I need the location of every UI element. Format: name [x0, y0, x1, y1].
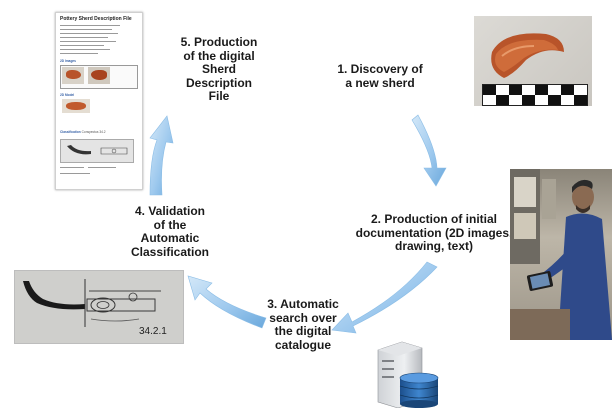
sherd-icon: [491, 33, 564, 78]
step-5-line: 5. Production: [180, 35, 258, 49]
profile-drawing: 34.2.1: [14, 270, 184, 344]
step-4-line: Automatic: [140, 231, 200, 245]
profile-drawing-icon: [15, 271, 183, 343]
scale-bar: [482, 84, 588, 106]
step-1-line: 1. Discovery of: [337, 62, 423, 76]
step-2-line: drawing, text): [394, 239, 473, 253]
doc-section-2d-model: 2D Model: [60, 93, 75, 97]
doc-classification-image: [60, 139, 134, 163]
step-3-line: the digital: [274, 324, 332, 338]
drawing-label: 34.2.1: [139, 326, 167, 337]
arrow-4-to-5: [149, 115, 174, 196]
step-4-line: of the: [153, 217, 187, 232]
arrow-1-to-2: [411, 114, 447, 187]
doc-text-line: [60, 25, 120, 27]
sherd-description-file-document: Pottery Sherd Description File 2D Images…: [55, 12, 143, 190]
doc-text-line: [60, 29, 112, 31]
doc-section-classification: Classification Conspectus 34.2: [60, 130, 106, 134]
arrow-2-to-3: [331, 261, 438, 334]
person-icon: [510, 169, 612, 340]
doc-2d-model-thumbnail: [62, 99, 90, 113]
step-2-line: 2. Production of initial: [371, 212, 497, 226]
doc-text-line: [88, 167, 116, 169]
step-2-line: documentation (2D images,: [355, 225, 513, 240]
doc-text-line: [60, 53, 98, 55]
step-3-line: search over: [269, 310, 337, 325]
doc-sherd-thumbnail: [88, 67, 110, 84]
person-tablet-photo: [510, 169, 612, 340]
doc-text-line: [60, 45, 104, 47]
step-3-line: catalogue: [274, 337, 331, 352]
doc-section-2d-images: 2D Images: [60, 59, 76, 63]
document-title: Pottery Sherd Description File: [60, 16, 132, 22]
doc-text-line: [60, 173, 90, 175]
arrow-3-to-4: [187, 275, 267, 329]
step-4-line: 4. Validation: [134, 204, 206, 218]
doc-text-line: [60, 167, 84, 169]
step-5-line: of the digital: [183, 48, 255, 63]
doc-text-line: [60, 41, 116, 43]
doc-profile-drawing-icon: [67, 145, 128, 155]
doc-classification-value: Conspectus 34.2: [81, 130, 106, 134]
doc-text-line: [60, 33, 118, 35]
server-database-icon: [374, 340, 442, 409]
step-5-line: Sherd: [201, 62, 236, 76]
step-1-line: a new sherd: [345, 75, 415, 90]
doc-classification-label: Classification: [60, 130, 81, 134]
step-5-line: Description: [185, 75, 252, 90]
step-4-line: Classification: [130, 244, 210, 259]
doc-sherd-thumbnail: [62, 67, 84, 84]
doc-text-line: [60, 37, 108, 39]
step-5-line: File: [208, 89, 230, 103]
step-3-line: 3. Automatic: [267, 297, 339, 311]
doc-text-line: [60, 49, 110, 51]
